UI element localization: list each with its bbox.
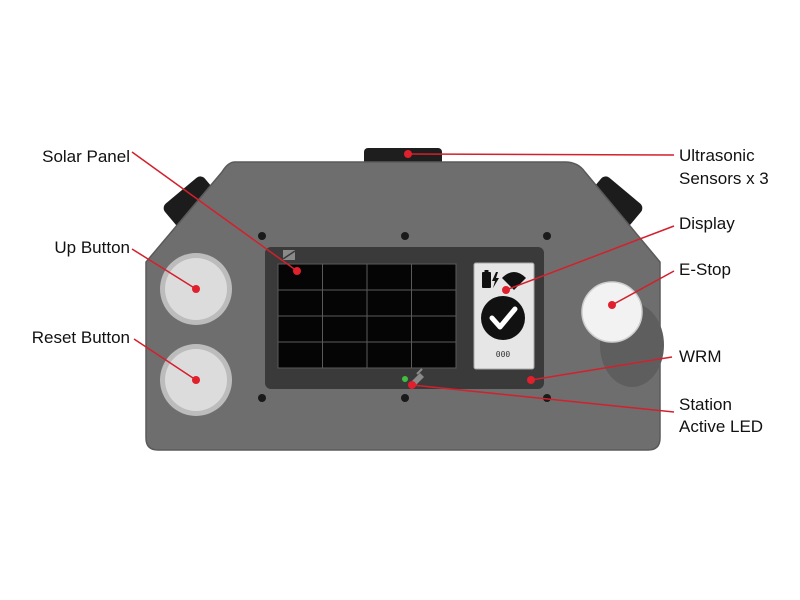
reset-button-dot (192, 376, 200, 384)
up-button-dot (192, 285, 200, 293)
label-up-button: Up Button (54, 238, 130, 257)
wrm-leader (530, 356, 673, 381)
callout-lines (131, 151, 675, 413)
up-button-leader (131, 248, 197, 290)
label-e-stop: E-Stop (679, 260, 731, 279)
solar-panel-leader (131, 151, 298, 272)
ultrasonic-leader (407, 153, 675, 156)
label-display: Display (679, 214, 735, 233)
solar-panel-dot (293, 267, 301, 275)
station-active-led (402, 368, 424, 385)
display-dot (502, 286, 510, 294)
battery-charging-icon (482, 270, 499, 288)
label-solar-panel: Solar Panel (42, 147, 130, 166)
signal-icon (502, 272, 526, 290)
e-stop-button (581, 281, 643, 343)
solar-corner-glyph (282, 250, 296, 260)
reset-button-leader (133, 338, 197, 381)
screw-holes (258, 232, 551, 402)
label-wrm: WRM (679, 347, 721, 366)
check-icon (481, 296, 525, 340)
ultrasonic-dot (404, 150, 412, 158)
label-ultrasonic-line1: Ultrasonic (679, 146, 755, 165)
display-leader (505, 225, 675, 291)
label-led-line2: Active LED (679, 417, 763, 436)
display-counter: 000 (496, 350, 511, 359)
wrm-dot (527, 376, 535, 384)
callout-dots (192, 150, 616, 389)
label-led-line1: Station (679, 395, 732, 414)
led-dot (408, 381, 416, 389)
label-ultrasonic-line2: Sensors x 3 (679, 169, 769, 188)
label-reset-button: Reset Button (32, 328, 130, 347)
led-leader (411, 384, 675, 413)
e-stop-dot (608, 301, 616, 309)
e-stop-leader (611, 270, 675, 306)
solar-panel (277, 263, 457, 369)
